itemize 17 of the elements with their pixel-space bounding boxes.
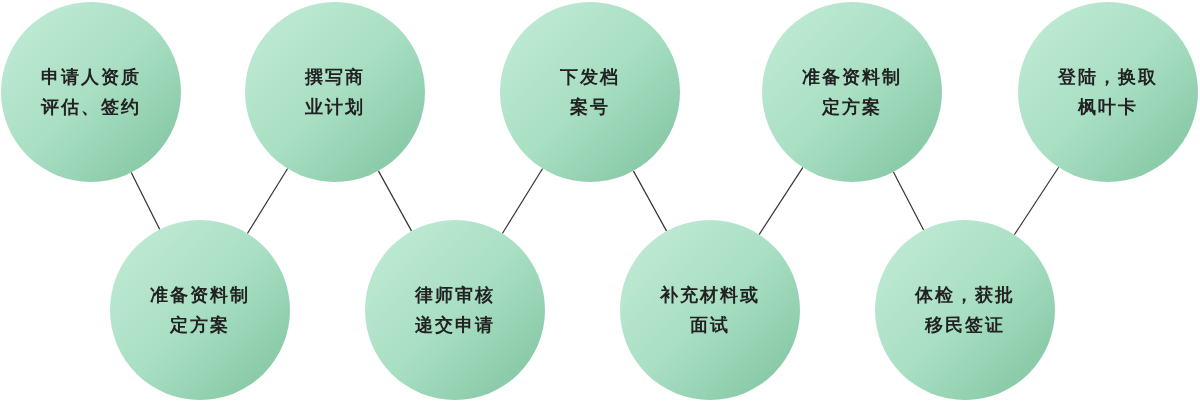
step-label: 申请人资质评估、签约 xyxy=(40,65,142,119)
step-label: 准备资料制定方案 xyxy=(801,65,903,119)
connector-line xyxy=(758,166,804,236)
connector-line xyxy=(892,171,925,231)
connector-line xyxy=(377,170,413,232)
connector-line xyxy=(130,171,161,231)
step-label: 下发档案号 xyxy=(559,65,621,119)
connector-line xyxy=(1013,166,1060,236)
connector-line xyxy=(246,167,289,235)
step-label: 准备资料制定方案 xyxy=(149,283,251,337)
connector-line xyxy=(632,170,668,232)
step-label: 撰写商业计划 xyxy=(304,65,366,119)
step-label: 律师审核递交申请 xyxy=(414,283,496,337)
step-label: 体检，获批移民签证 xyxy=(914,283,1016,337)
connector-line xyxy=(501,167,544,235)
step-label: 登陆，换取枫叶卡 xyxy=(1057,65,1159,119)
step-label: 补充材料或面试 xyxy=(659,283,761,337)
